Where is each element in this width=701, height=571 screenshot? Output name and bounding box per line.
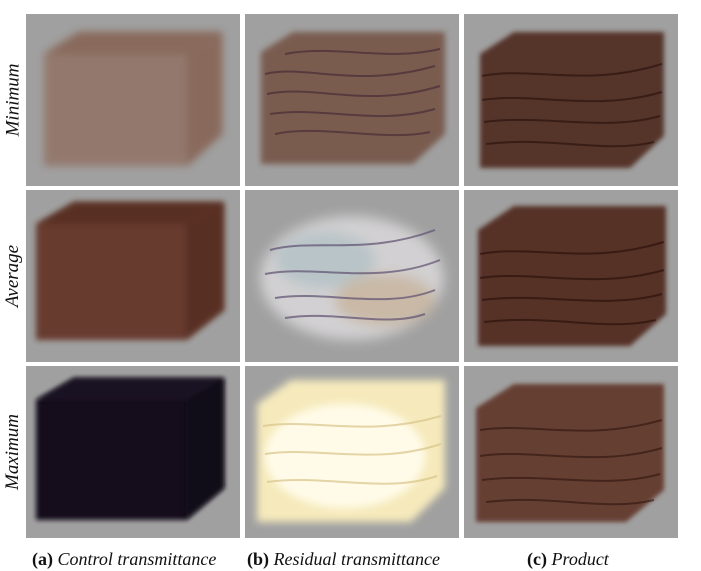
row-label-maximum: Maximum: [2, 414, 24, 490]
render-control-minimum: [26, 14, 240, 186]
render-product-minimum: [464, 14, 678, 186]
caption-residual: (b) Residual transmittance: [247, 549, 440, 569]
row-label-minimum: Minimum: [2, 63, 24, 137]
render-control-average: [26, 190, 240, 362]
render-product-maximum: [464, 366, 678, 538]
render-residual-minimum: [245, 14, 459, 186]
row-label-average: Average: [2, 244, 24, 308]
caption-product: (c) Product: [527, 549, 609, 569]
render-residual-maximum: [245, 366, 459, 538]
render-residual-average: [245, 190, 459, 362]
render-control-maximum: [26, 366, 240, 538]
render-product-average: [464, 190, 678, 362]
caption-control: (a) Control transmittance: [32, 549, 217, 569]
